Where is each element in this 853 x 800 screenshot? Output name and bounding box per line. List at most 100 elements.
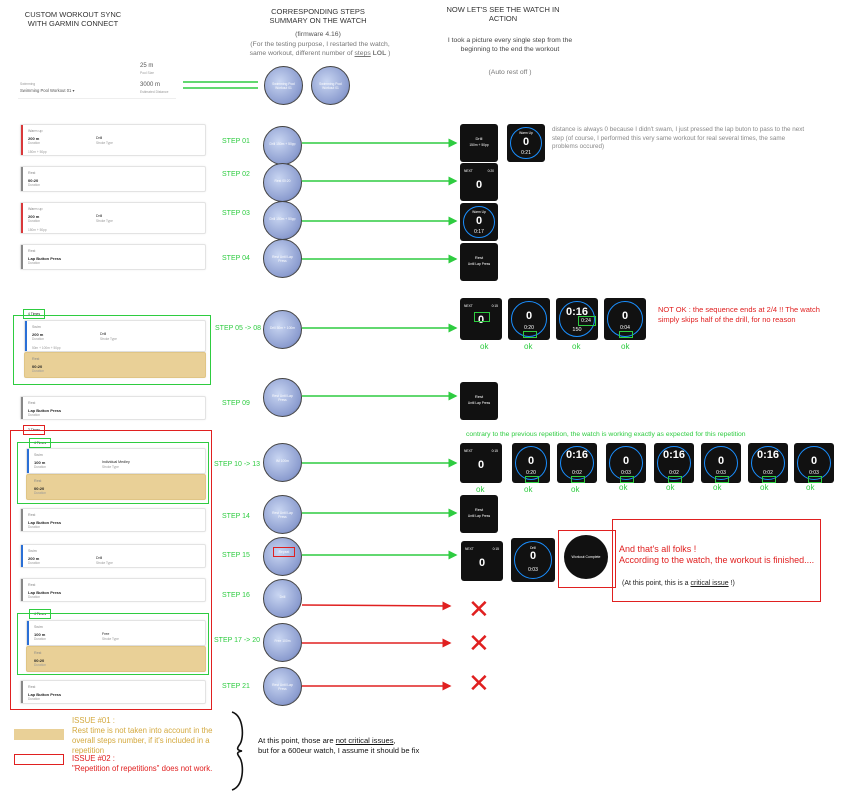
step-label: STEP 15 [222,552,250,559]
step-label: STEP 14 [222,513,250,520]
watch-photo-step15: Repeat [263,537,302,576]
watch-photo-step05: Drill 50m + 100m [263,310,302,349]
x-mark-icon: ✕ [468,628,490,658]
column3-note: I took a picture every single step from … [447,37,573,54]
pool-size-label: Pool Size [140,71,154,75]
ok-label: ok [806,483,815,492]
watch-photo-step16: Drill [263,579,302,618]
issue2-text: ISSUE #02 : "Repetition of repetitions" … [72,754,213,774]
step-label: STEP 05 -> 08 [215,325,261,332]
watch-photo-step21: Rest Until Lap Press [263,667,302,706]
ok-label: ok [524,485,533,494]
firmware-label: (firmware 4.16) [295,31,341,38]
step-label: STEP 01 [222,138,250,145]
ok-label: ok [571,485,580,494]
repeat-highlight-watch: Repeat [273,547,295,557]
issue2-swatch [14,754,64,765]
column3-header: NOW LET'S SEE THE WATCH IN ACTION [446,5,560,24]
watch-photo-step04: Rest Until Lap Press [263,239,302,278]
not-ok-note: NOT OK : the sequence ends at 2/4 !! The… [658,305,820,325]
ok-label: ok [480,342,489,351]
watch-photo-step17: Free 100m [263,623,302,662]
ok-label: ok [621,342,630,351]
thats-all-note: And that's all folks ! According to the … [619,544,815,566]
step-label: STEP 16 [222,592,250,599]
final-callout-box [612,519,821,602]
x-mark-icon: ✕ [468,594,490,624]
repeat-badge-4: 4 Times [29,609,51,619]
ok-label: ok [524,342,533,351]
ok-label: ok [760,483,769,492]
watch-photo-step09: Rest Until Lap Press [263,378,302,417]
ok-label: ok [713,483,722,492]
distance-label: Estimated Distance [140,90,169,94]
distance-note: distance is always 0 because I didn't sw… [552,126,805,150]
step-label: STEP 21 [222,683,250,690]
x-mark-icon: ✕ [468,668,490,698]
workout-type: Swimming [20,82,36,86]
workout-summary-card: 25 m Pool Size 3000 m Estimated Distance… [18,58,176,98]
step-label: STEP 03 [222,210,250,217]
step-label: STEP 17 -> 20 [214,637,260,644]
workout-name[interactable]: Swimming Pool Workout 01 ▾ [20,88,75,93]
column1-header: CUSTOM WORKOUT SYNC WITH GARMIN CONNECT [24,10,122,29]
repeat-highlight-3 [17,442,209,504]
repeat-badge-1: 4 Times [23,309,45,319]
conclusion-note: At this point, those are not critical is… [258,736,420,755]
contrary-note: contrary to the previous repetition, the… [466,431,746,438]
repeat-highlight-2 [10,430,212,710]
repeat-badge-3: 4 Times [29,438,51,448]
workout-complete-highlight [558,530,616,588]
issue1-text: ISSUE #01 : Rest time is not taken into … [72,716,213,756]
watch-photo-step14: Rest Until Lap Press [263,495,302,534]
watch-summary-photo-1: Swimming Pool Workout 01 [264,66,303,105]
ok-label: ok [619,483,628,492]
critical-note: (At this point, this is a critical issue… [622,580,735,587]
auto-rest-note: (Auto rest off ) [488,69,532,76]
screen-workout-complete: Workout Complete [564,535,608,579]
column2-header: CORRESPONDING STEPS SUMMARY ON THE WATCH [269,7,367,26]
column2-note: (For the testing purpose, I restarted th… [249,41,391,58]
ok-label: ok [572,342,581,351]
ok-label: ok [476,485,485,494]
repeat-highlight-1 [13,315,211,385]
watch-photo-step10: IM 100m [263,443,302,482]
summary-divider [18,98,176,99]
issue1-swatch [14,729,64,740]
distance-value: 3000 m [140,82,161,88]
